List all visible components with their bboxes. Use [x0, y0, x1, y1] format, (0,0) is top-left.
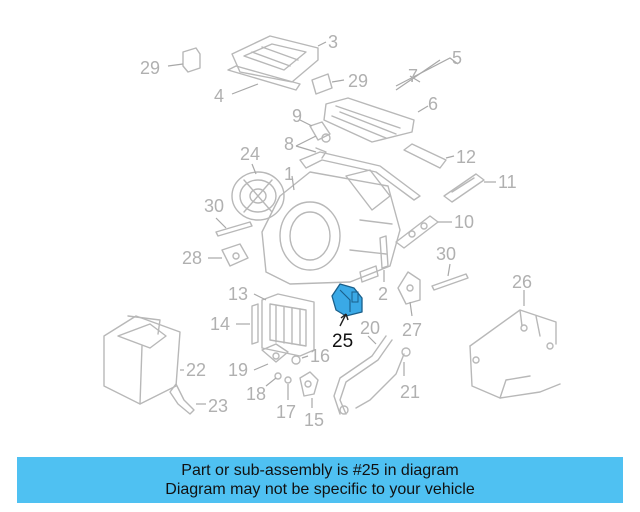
part-18-bolt	[265, 372, 282, 387]
part-16-oring	[291, 355, 309, 365]
callout-14[interactable]: 14	[210, 314, 230, 334]
part-2-sensor	[359, 235, 389, 283]
callout-23[interactable]: 23	[208, 396, 228, 416]
callout-5[interactable]: 5	[452, 48, 462, 68]
callout-20[interactable]: 20	[360, 318, 380, 338]
callout-2[interactable]: 2	[378, 284, 388, 304]
part-22-case	[103, 315, 184, 405]
part-17-clip	[284, 376, 292, 400]
part-3-cover	[227, 35, 327, 95]
callout-1[interactable]: 1	[284, 164, 294, 184]
callout-19[interactable]: 19	[228, 360, 248, 380]
callout-3[interactable]: 3	[328, 32, 338, 52]
part-6-heater-core	[323, 57, 459, 143]
callout-12[interactable]: 12	[456, 147, 476, 167]
part-13-evaporator	[253, 293, 315, 357]
part-23-bracket	[169, 383, 206, 415]
callout-22[interactable]: 22	[186, 360, 206, 380]
callout-7[interactable]: 7	[408, 66, 418, 86]
callout-29[interactable]: 29	[140, 58, 160, 78]
callout-18[interactable]: 18	[246, 384, 266, 404]
part-30-rod-left	[215, 217, 253, 237]
callout-11[interactable]: 11	[498, 172, 517, 192]
callout-30b[interactable]: 30	[436, 244, 456, 264]
part-24-blower	[231, 163, 285, 221]
part-9-8-clips	[295, 119, 331, 159]
callout-29b[interactable]: 29	[348, 71, 368, 91]
part-29-clip-b	[311, 73, 345, 95]
callout-27[interactable]: 27	[402, 320, 422, 340]
callout-13[interactable]: 13	[228, 284, 248, 304]
part-10-door	[395, 215, 452, 249]
part-28-actuator	[208, 243, 249, 267]
callout-17[interactable]: 17	[276, 402, 296, 422]
part-1-hvac-housing	[261, 151, 421, 285]
part-20-21-lines	[333, 335, 411, 415]
part-30-rod-right	[431, 263, 469, 291]
banner-line-2: Diagram may not be specific to your vehi…	[165, 481, 475, 498]
callout-15[interactable]: 15	[304, 410, 324, 430]
callout-4[interactable]: 4	[214, 86, 224, 106]
callout-9[interactable]: 9	[292, 106, 302, 126]
info-banner: Part or sub-assembly is #25 in diagram D…	[17, 457, 623, 503]
part-19-valve	[253, 343, 289, 371]
callout-30[interactable]: 30	[204, 196, 224, 216]
part-12-duct	[403, 143, 455, 169]
callout-25[interactable]: 25	[332, 331, 353, 352]
callout-16[interactable]: 16	[310, 346, 330, 366]
callout-8[interactable]: 8	[284, 134, 294, 154]
part-25-highlighted[interactable]	[331, 283, 363, 327]
callout-10[interactable]: 10	[454, 212, 474, 232]
callout-24[interactable]: 24	[240, 144, 260, 164]
part-27-actuator	[397, 271, 421, 317]
part-29-clip	[167, 47, 201, 73]
callout-28[interactable]: 28	[182, 248, 202, 268]
part-11-bracket	[443, 173, 496, 203]
part-26-wiring-harness	[469, 290, 561, 399]
part-14-seal	[236, 303, 259, 345]
callout-6[interactable]: 6	[428, 94, 438, 114]
callout-21[interactable]: 21	[400, 382, 420, 402]
parts-diagram: 29 3 4 29 5 7 6 9 8	[103, 32, 561, 430]
callout-26[interactable]: 26	[512, 272, 532, 292]
banner-line-1: Part or sub-assembly is #25 in diagram	[181, 462, 459, 479]
part-15-sensor	[299, 371, 319, 408]
